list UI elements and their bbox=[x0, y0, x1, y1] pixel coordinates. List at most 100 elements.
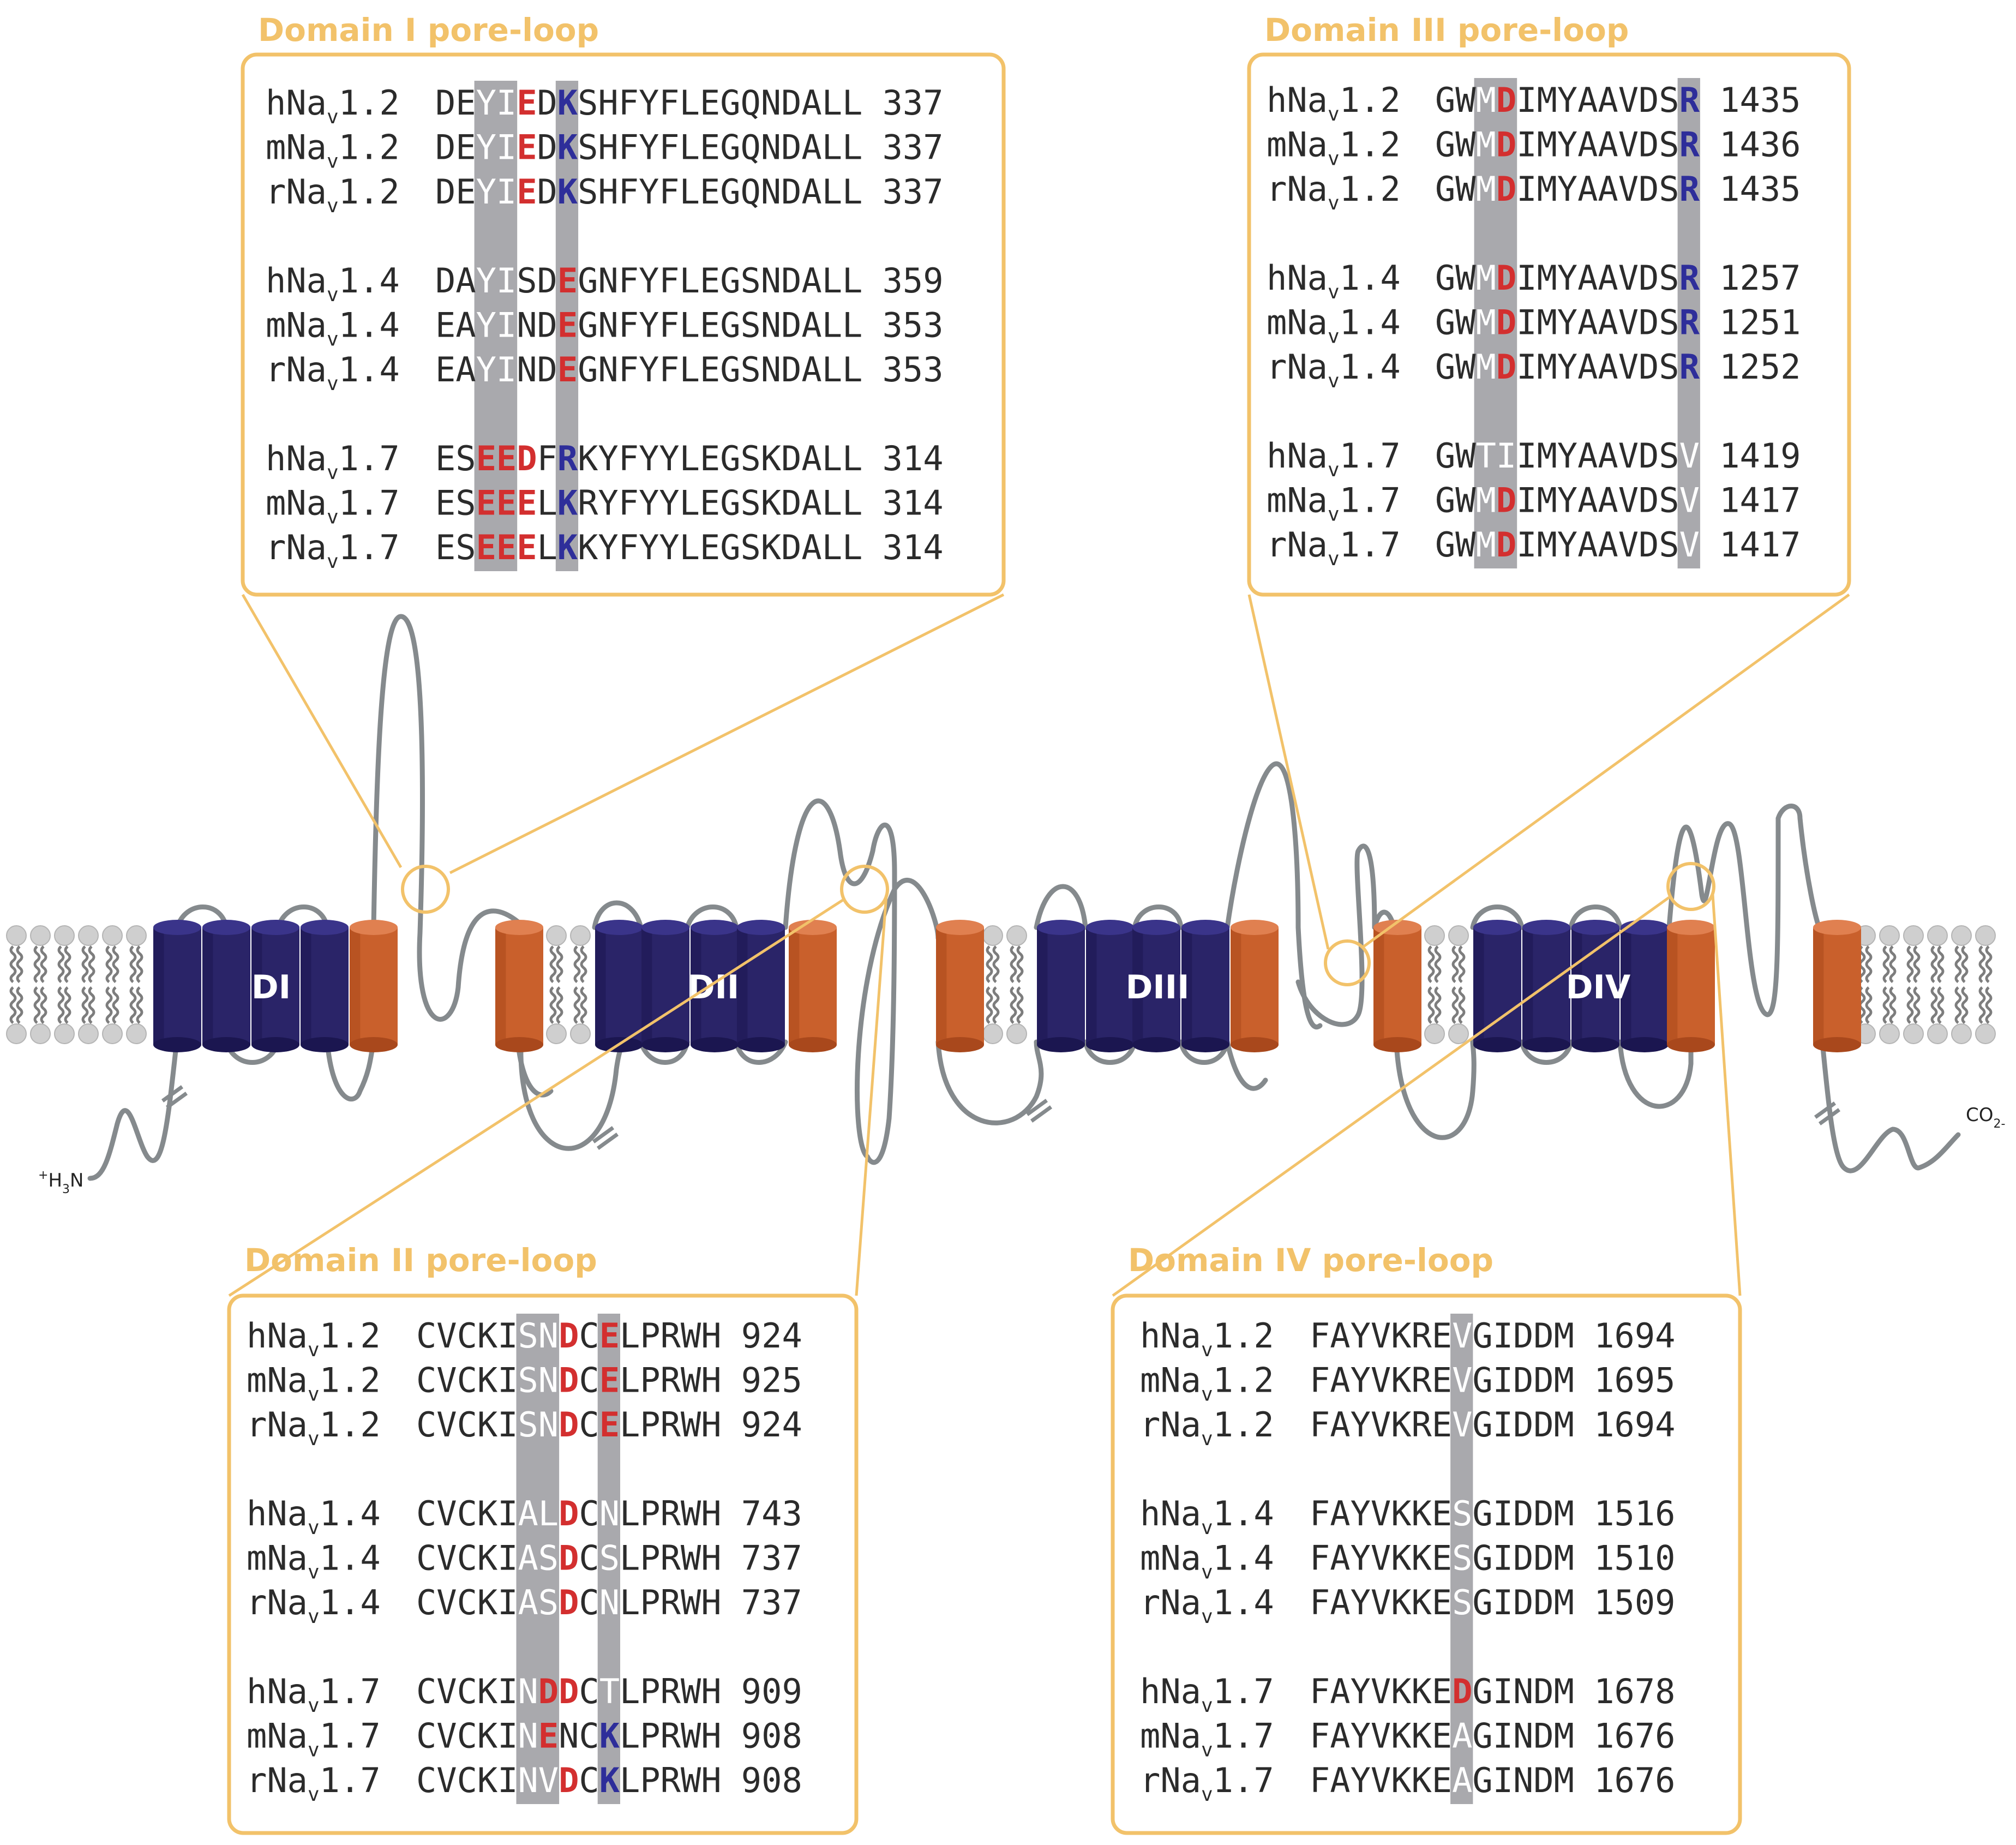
residue: K bbox=[477, 1583, 498, 1622]
lipid-head bbox=[1879, 925, 1900, 946]
residue: E bbox=[517, 83, 537, 123]
domain-2-position-number: 737 bbox=[741, 1538, 802, 1578]
residue: I bbox=[1493, 1538, 1513, 1578]
pore-helix-bottom bbox=[1231, 1037, 1279, 1052]
residue: R bbox=[1679, 347, 1700, 387]
residue: K bbox=[578, 439, 598, 478]
lipid-tail bbox=[112, 986, 119, 1024]
residue: R bbox=[661, 1405, 681, 1445]
residue: D bbox=[1639, 347, 1659, 387]
residue: A bbox=[1577, 80, 1598, 120]
backbone-loop bbox=[1394, 1039, 1477, 1140]
residue: E bbox=[517, 172, 537, 212]
residue: G bbox=[720, 305, 740, 345]
residue: C bbox=[457, 1538, 477, 1578]
lipid-tail bbox=[1906, 945, 1914, 983]
subtype: 1.7 bbox=[1213, 1716, 1274, 1756]
lipid-tail bbox=[1016, 986, 1024, 1024]
residue: Y bbox=[1351, 1405, 1371, 1445]
residue: P bbox=[640, 1716, 660, 1756]
residue: F bbox=[1310, 1405, 1330, 1445]
helix-d4-shade bbox=[1621, 927, 1631, 1045]
residue: V bbox=[1371, 1405, 1391, 1445]
helix-d4-bottom bbox=[1522, 1037, 1570, 1052]
residue: C bbox=[579, 1494, 599, 1533]
lipid-head bbox=[1448, 1023, 1469, 1044]
lipid-tail bbox=[9, 945, 17, 983]
subtype: 1.2 bbox=[1213, 1316, 1274, 1356]
residue: E bbox=[1432, 1583, 1452, 1622]
helix-d2-top bbox=[737, 920, 785, 935]
residue: K bbox=[599, 1716, 620, 1756]
residue: A bbox=[1330, 1583, 1350, 1622]
species: h bbox=[1140, 1672, 1160, 1711]
domain-3-row-label: mNav1.4 bbox=[1267, 303, 1401, 348]
callout-circle bbox=[1324, 939, 1371, 986]
residue: Y bbox=[639, 305, 659, 345]
residue: G bbox=[720, 128, 740, 167]
helix-d2-top bbox=[691, 920, 739, 935]
residue: V bbox=[1618, 80, 1639, 120]
lipid-tail bbox=[556, 986, 563, 1024]
domain-1-position-number: 353 bbox=[883, 305, 944, 345]
helix-d1-shade bbox=[251, 927, 262, 1045]
subtype: 1.4 bbox=[1213, 1538, 1274, 1578]
residue: L bbox=[680, 483, 700, 523]
residue: Y bbox=[639, 350, 659, 390]
residue: C bbox=[416, 1494, 436, 1533]
na: Na bbox=[1160, 1760, 1201, 1800]
na: Na bbox=[1287, 481, 1328, 520]
residue: L bbox=[538, 1494, 559, 1533]
subscript-v: v bbox=[327, 195, 339, 217]
residue: S bbox=[1659, 169, 1679, 209]
residue: D bbox=[1513, 1583, 1533, 1622]
break-mark bbox=[1030, 1105, 1053, 1123]
residue: H bbox=[701, 1361, 721, 1400]
residue: K bbox=[1412, 1716, 1432, 1756]
residue: W bbox=[1455, 303, 1476, 343]
residue: M bbox=[1476, 80, 1496, 120]
residue: A bbox=[801, 128, 821, 167]
residue: K bbox=[761, 439, 782, 478]
domain-2-position-number: 924 bbox=[741, 1316, 802, 1356]
residue: K bbox=[761, 483, 782, 523]
residue: K bbox=[1412, 1494, 1432, 1533]
species: m bbox=[266, 483, 286, 523]
residue: C bbox=[457, 1716, 477, 1756]
residue: E bbox=[435, 350, 455, 390]
residue: G bbox=[1435, 481, 1455, 520]
residue: K bbox=[1391, 1538, 1412, 1578]
helix-d4-bottom bbox=[1473, 1037, 1521, 1052]
residue: G bbox=[578, 261, 598, 301]
domain-4-sequence: FAYVKKESGIDDM bbox=[1310, 1583, 1574, 1622]
residue: D bbox=[1639, 169, 1659, 209]
domain-4-sequence: FAYVKKESGIDDM bbox=[1310, 1494, 1574, 1533]
residue: K bbox=[477, 1405, 498, 1445]
residue: F bbox=[619, 305, 639, 345]
domain-2-sequence: CVCKIALDCNLPRWH bbox=[416, 1494, 722, 1533]
species: m bbox=[247, 1716, 267, 1756]
subscript-v: v bbox=[1328, 148, 1340, 170]
residue: I bbox=[1516, 436, 1537, 476]
residue: C bbox=[579, 1760, 599, 1800]
lipid-tail bbox=[992, 945, 1000, 983]
residue: I bbox=[1516, 125, 1537, 165]
residue: N bbox=[761, 128, 781, 167]
na: Na bbox=[267, 1405, 308, 1445]
residue: E bbox=[517, 128, 537, 167]
lipid-head bbox=[1927, 925, 1948, 946]
residue: K bbox=[1391, 1672, 1412, 1711]
helix-d4-top bbox=[1473, 920, 1521, 935]
domain-3-highlight-column bbox=[1677, 78, 1700, 568]
residue: E bbox=[455, 128, 476, 167]
residue: W bbox=[681, 1716, 701, 1756]
na: Na bbox=[286, 261, 327, 301]
residue: V bbox=[436, 1361, 457, 1400]
residue: E bbox=[1432, 1405, 1452, 1445]
residue: S bbox=[578, 172, 598, 212]
residue: V bbox=[1618, 436, 1639, 476]
residue: F bbox=[659, 261, 679, 301]
residue: I bbox=[1493, 1316, 1513, 1356]
residue: P bbox=[640, 1316, 660, 1356]
residue: R bbox=[1412, 1361, 1432, 1400]
